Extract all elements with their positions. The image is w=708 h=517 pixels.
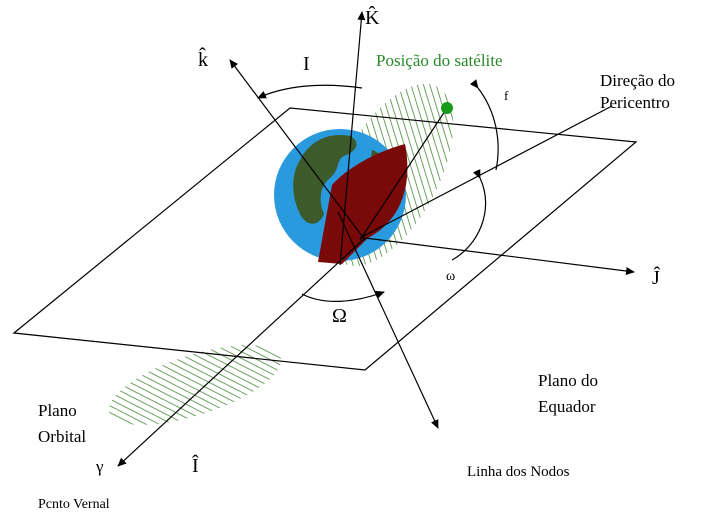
satellite-direction-line	[359, 107, 448, 241]
orbital-plane-label-line1: Plano	[38, 401, 77, 420]
j-hat-axis-line	[364, 237, 635, 275]
j-hat-axis-label: Ĵ	[652, 265, 661, 289]
pericenter-label-line1: Direção do	[600, 71, 675, 90]
i-hat-axis-label: Î	[192, 454, 199, 477]
pericenter-direction-line	[359, 105, 613, 239]
k-hat-orbit-normal-label: k̂	[198, 46, 208, 71]
inclination-label: I	[303, 53, 310, 75]
raan-label: Ω	[332, 305, 347, 327]
node-line	[337, 211, 439, 429]
earth-land	[293, 135, 357, 224]
raan-arc	[301, 290, 385, 302]
true-anomaly-arc	[469, 79, 499, 171]
orbital-plane-lower	[108, 345, 282, 425]
vernal-symbol-label: γ	[95, 457, 104, 476]
arg-pericenter-arc	[451, 169, 487, 261]
arg-pericenter-label: ω	[446, 269, 455, 284]
vernal-point-label: Pcnto Vernal	[38, 497, 110, 512]
inclination-arc	[257, 84, 363, 99]
equator-plane	[12, 107, 638, 371]
k-hat-axis-label: K̂	[365, 5, 380, 29]
k-hat-orbit-normal-line	[229, 59, 366, 241]
equator-plane-label-line1: Plano do	[538, 371, 598, 390]
true-anomaly-label: f	[504, 88, 509, 103]
orbital-plane-label-line2: Orbital	[38, 427, 86, 446]
earth-cutaway	[318, 144, 408, 264]
satellite-marker	[441, 102, 453, 114]
pericenter-label-line2: Pericentro	[600, 93, 670, 112]
i-hat-axis-line	[117, 237, 366, 467]
equator-plane-label-line2: Equador	[538, 397, 596, 416]
node-line-label: Linha dos Nodos	[467, 464, 570, 480]
satellite-position-label: Posição do satélite	[376, 51, 503, 70]
